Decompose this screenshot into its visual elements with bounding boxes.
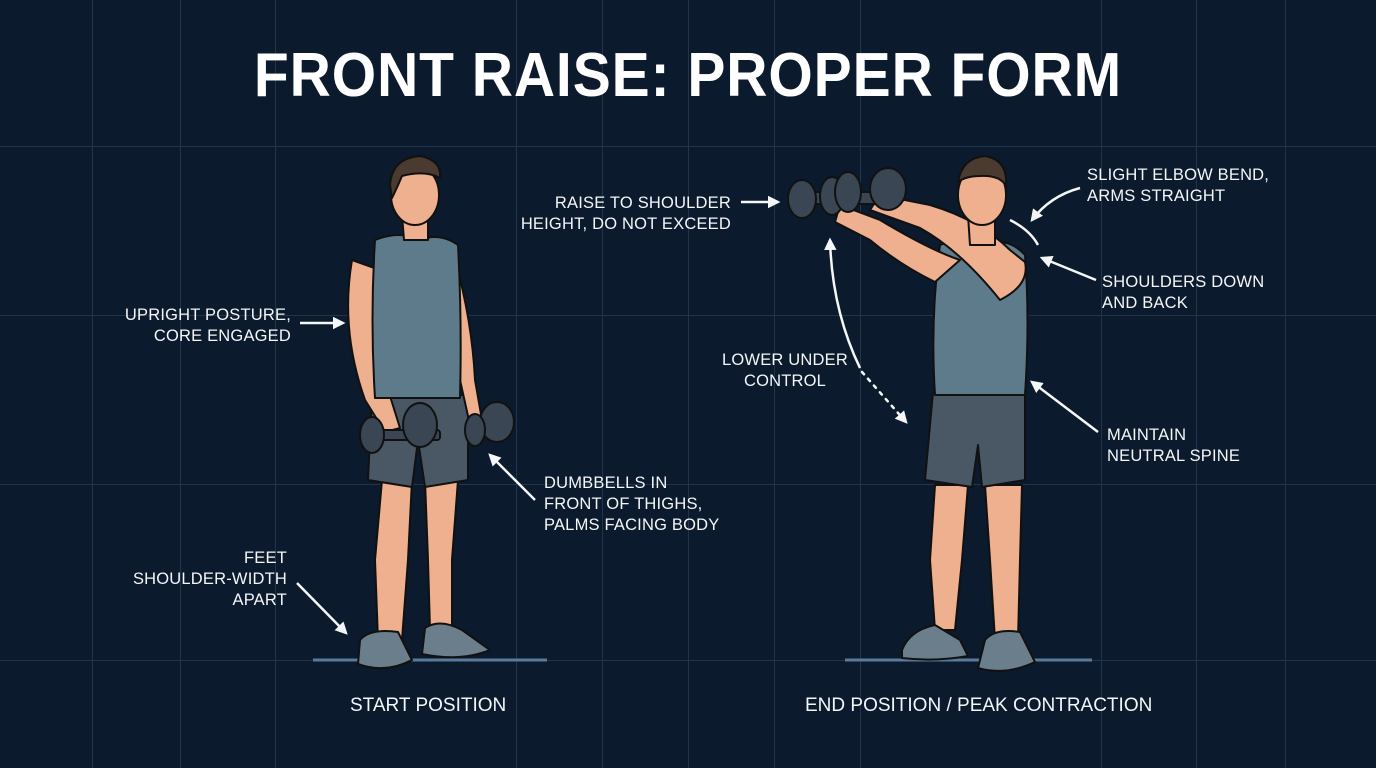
grid-line (275, 0, 276, 768)
annotation-neutral-spine: MAINTAIN NEUTRAL SPINE (1107, 426, 1241, 465)
arrow-feet (296, 582, 348, 635)
grid-line (0, 484, 1376, 485)
annotation-dumbbells-front: DUMBBELLS IN FRONT OF THIGHS, PALMS FACI… (544, 474, 720, 534)
shoulder-arc (1009, 218, 1040, 246)
grid-line (0, 146, 1376, 147)
arrow-neutral-spine (1030, 380, 1099, 433)
grid-line (860, 0, 861, 768)
annotation-raise-height: RAISE TO SHOULDER HEIGHT, DO NOT EXCEED (520, 194, 731, 233)
grid-line (0, 660, 1376, 661)
annotation-upright-posture: UPRIGHT POSTURE, CORE ENGAGED (124, 306, 291, 345)
start-position-figure (347, 155, 515, 670)
grid-line (1196, 0, 1197, 768)
end-position-figure (787, 155, 1036, 672)
annotation-shoulders-down: SHOULDERS DOWN AND BACK (1102, 273, 1265, 312)
caption-end-position: END POSITION / PEAK CONTRACTION (805, 695, 1153, 716)
grid-line (516, 0, 517, 768)
grid-line (92, 0, 93, 768)
grid-line (774, 0, 775, 768)
arrow-raise-arc (824, 237, 862, 369)
grid-line (1101, 0, 1102, 768)
annotation-elbow-bend: SLIGHT ELBOW BEND, ARMS STRAIGHT (1087, 166, 1270, 205)
annotation-lower-control: LOWER UNDER CONTROL (722, 351, 848, 390)
caption-start-position: START POSITION (350, 695, 507, 716)
arrow-lower-dotted (860, 370, 908, 424)
grid-line (180, 0, 181, 768)
arrow-shoulders (1039, 255, 1097, 282)
grid-line (0, 315, 1376, 316)
grid-line (1285, 0, 1286, 768)
annotation-feet-width: FEET SHOULDER-WIDTH APART (132, 549, 287, 609)
grid-line (688, 0, 689, 768)
grid-line (602, 0, 603, 768)
arrow-elbow-bend (1030, 186, 1081, 222)
arrow-dumbbells (488, 453, 536, 501)
annotation-arrows (296, 186, 1099, 635)
page-title: FRONT RAISE: PROPER FORM (253, 41, 1123, 110)
